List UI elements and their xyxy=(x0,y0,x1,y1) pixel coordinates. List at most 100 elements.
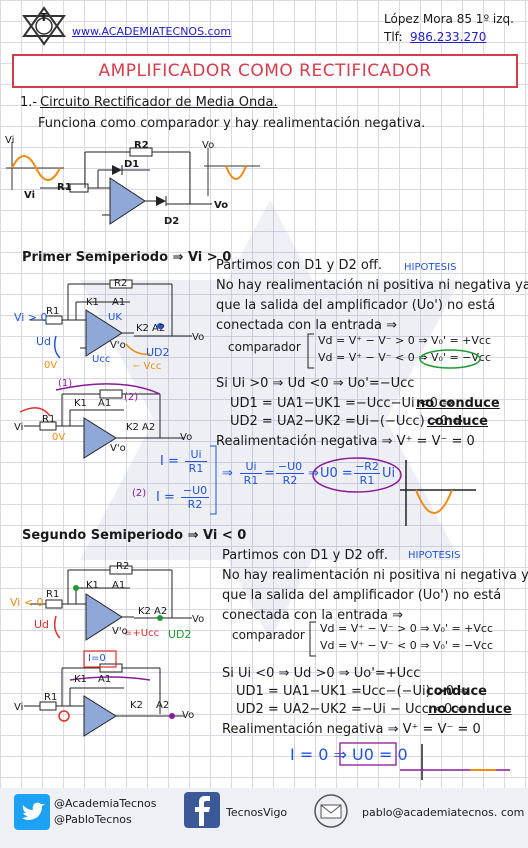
second-text-line-3: conectada con la entrada ⇒ xyxy=(222,608,403,623)
ratio-a-num: Ui xyxy=(240,460,262,474)
ratio-b-num: −U0 xyxy=(276,460,304,474)
arrow-1: ⇒ xyxy=(222,466,233,481)
first-ud1: UD1 = UA1−UK1 =−Ucc−Ui <0 ⇒ xyxy=(230,396,453,411)
result-tail: Ui xyxy=(382,466,396,481)
first-text-line-2: que la salida del amplificador (Uo') no … xyxy=(216,298,496,313)
facebook-handle[interactable]: TecnosVigo xyxy=(226,806,288,819)
k2-label-2: K2 xyxy=(138,606,151,617)
second-feedback: Realimentación negativa ⇒ V⁺ = V⁻ = 0 xyxy=(222,722,481,737)
k1-label-2: K1 xyxy=(86,580,99,591)
result-num: −R2 xyxy=(354,460,380,474)
second-ud2: UD2 = UA2−UK2 =−Ui − Ucc <0 ⇒ xyxy=(236,702,468,717)
k2-label-2b: K2 xyxy=(130,700,143,711)
ucc-label: Ucc xyxy=(92,354,111,365)
second-text-line-1: No hay realimentación ni positiva ni neg… xyxy=(222,568,528,583)
i-eq2-lhs: I = xyxy=(156,490,175,505)
second-ud2-result: no conduce xyxy=(428,702,512,717)
i-eq2-frac: −U0 R2 xyxy=(181,484,209,511)
first-text-line-1: No hay realimentación ni positiva ni neg… xyxy=(216,278,528,293)
ud-label-2: Ud xyxy=(34,618,50,631)
ratio-a-den: R1 xyxy=(243,474,259,487)
equals-1: = xyxy=(264,466,275,481)
second-output-graph xyxy=(400,744,510,780)
ratio-a: Ui R1 xyxy=(240,460,262,487)
twitter-icon[interactable] xyxy=(14,794,50,830)
vo-prime-label-2: V'o xyxy=(112,626,128,637)
vi-lt0-label: Vi < 0 xyxy=(10,596,44,609)
r1-label-2b: R1 xyxy=(44,692,58,703)
r1-label: R1 xyxy=(57,182,72,193)
i-eq2-den: R2 xyxy=(187,498,203,511)
a1-label-2b: A1 xyxy=(98,674,112,685)
ud2-label-2: UD2 xyxy=(168,628,192,641)
first-eq2: Vd = V⁺ − V⁻ < 0 ⇒ V₀' = −Vcc xyxy=(318,351,492,364)
email-address[interactable]: pablo@academiatecnos. com xyxy=(362,806,525,819)
page-title: AMPLIFICADOR COMO RECTIFICADOR xyxy=(98,61,432,81)
a1-label: A1 xyxy=(112,297,126,308)
phone-label: Tlf: xyxy=(384,30,403,44)
k1-label-b: K1 xyxy=(74,398,87,409)
second-cond: Si Ui <0 ⇒ Ud >0 ⇒ Uo'=+Ucc xyxy=(222,666,421,681)
vo-label-2: Vo xyxy=(192,614,205,625)
vi-label-2b: Vi xyxy=(14,702,24,713)
first-text-line-3: conectada con la entrada ⇒ xyxy=(216,318,397,333)
vi-axis-label: Vi xyxy=(5,135,15,146)
a2-label-b: A2 xyxy=(142,422,156,433)
first-circuit-a xyxy=(30,279,192,359)
a2-label: A2 xyxy=(152,323,166,334)
vi-label-b: Vi xyxy=(14,422,24,433)
k2-label: K2 xyxy=(136,323,149,334)
website-link[interactable]: www.ACADEMIATECNOS.com xyxy=(72,25,232,38)
n2-label-eq: (2) xyxy=(132,488,147,499)
second-ud1: UD1 = UA1−UK1 =Ucc−(−Ui) >0 ⇒ xyxy=(236,684,470,699)
vi-gt0-label: Vi > 0 xyxy=(14,311,48,324)
second-text-line-2: que la salida del amplificador (Uo') no … xyxy=(222,588,502,603)
vo-axis-label: Vo xyxy=(202,140,215,151)
second-circuit-a xyxy=(30,565,192,641)
uk-label: UK xyxy=(108,312,122,323)
output-waveform xyxy=(204,148,260,196)
d2-label: D2 xyxy=(164,216,180,227)
first-cond: Si Ui >0 ⇒ Ud <0 ⇒ Uo'=−Ucc xyxy=(216,376,415,391)
ratio-b: −U0 R2 xyxy=(276,460,304,487)
r2-label-a: R2 xyxy=(114,278,128,289)
vo-label-a: Vo xyxy=(192,332,205,343)
ratio-b-den: R2 xyxy=(282,474,298,487)
d1-label: D1 xyxy=(124,159,140,170)
a2-label-2b: A2 xyxy=(156,700,170,711)
footer xyxy=(0,788,528,848)
second-hypothesis: Partimos con D1 y D2 off. xyxy=(222,548,388,563)
ud2-label: UD2 xyxy=(146,346,170,359)
logo-letter: T xyxy=(40,11,48,24)
result-lhs: U0 = xyxy=(320,466,353,481)
vo-prime-label-b: V'o xyxy=(110,443,126,454)
email-icon[interactable] xyxy=(314,794,348,828)
first-ud2: UD2 = UA2−UK2 =Ui−(−Ucc) >0 ⇒ xyxy=(230,414,464,429)
i-eq1-den: R1 xyxy=(188,462,204,475)
facebook-icon[interactable] xyxy=(184,792,220,828)
twitter-handle-1[interactable]: @AcademiaTecnos xyxy=(54,797,157,810)
i-eq1-lhs: I = xyxy=(160,454,179,469)
first-hypothesis: Partimos con D1 y D2 off. xyxy=(216,258,382,273)
eq-bracket xyxy=(210,445,217,515)
second-result-highlight xyxy=(339,742,397,766)
i0-label: I=0 xyxy=(88,653,106,664)
first-ud1-result: no conduce xyxy=(416,396,500,411)
first-heading: Primer Semiperiodo ⇒ Vi > 0 xyxy=(22,250,232,265)
twitter-handle-2[interactable]: @PabloTecnos xyxy=(54,813,132,826)
n1-label-b: (1) xyxy=(58,378,73,389)
second-hypothesis-note: HIPOTESIS xyxy=(408,550,461,561)
vo-label-b: Vo xyxy=(180,432,193,443)
vo-label-2b: Vo xyxy=(182,710,195,721)
i-eq2: I = xyxy=(156,490,175,505)
ud-label: Ud xyxy=(36,335,52,348)
result-den: R1 xyxy=(359,474,375,487)
a2-label-2: A2 xyxy=(154,606,168,617)
section-subtitle: Funciona como comparador y hay realiment… xyxy=(38,116,426,131)
phone-link[interactable]: 986.233.270 xyxy=(410,30,487,44)
logo-icon xyxy=(22,6,66,46)
i-eq1: I = xyxy=(160,454,179,469)
second-ud1-result: conduce xyxy=(426,684,487,699)
r1-label-b: R1 xyxy=(42,414,56,425)
k1-label-2b: K1 xyxy=(74,674,87,685)
